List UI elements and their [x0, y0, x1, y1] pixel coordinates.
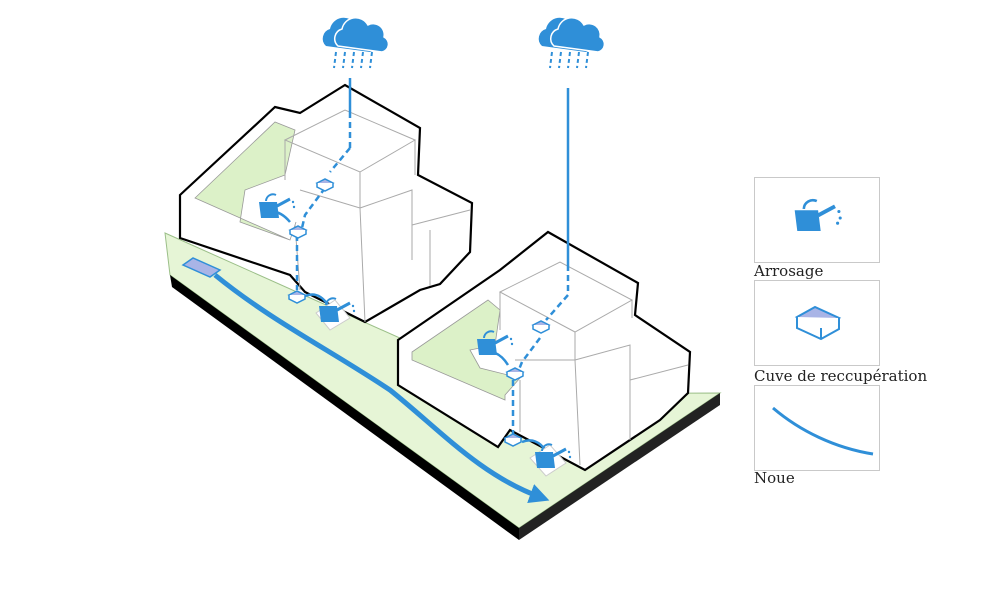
swale-line	[213, 273, 550, 503]
building-1	[178, 83, 474, 324]
building-2	[396, 230, 692, 472]
legend-arrosage-box	[754, 177, 880, 263]
legend-cuve-box	[754, 280, 880, 366]
swale-tank	[181, 257, 222, 278]
rain-cloud-icon-1	[321, 16, 390, 70]
tank-icon	[794, 305, 842, 341]
legend-label-noue: Noue	[754, 469, 795, 487]
legend-label-cuve: Cuve de reccupération	[754, 367, 928, 385]
watering-can-icon	[794, 198, 842, 231]
legend-noue-box	[754, 385, 880, 471]
legend-label-arrosage: Arrosage	[754, 262, 824, 280]
swale-line-icon	[772, 406, 874, 456]
rain-cloud-icon-2	[537, 16, 606, 70]
watering-can-icon-ground-2	[529, 442, 573, 477]
watering-can-icon-ground-1	[315, 296, 357, 331]
